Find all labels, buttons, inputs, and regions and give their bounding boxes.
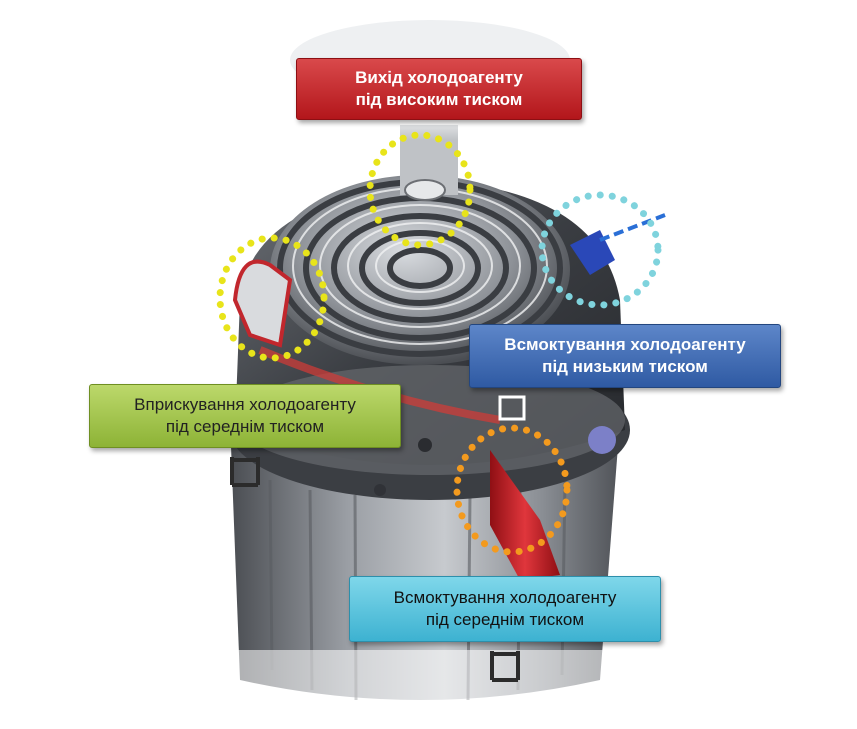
label-low-pressure-line2: під низьким тиском: [542, 357, 708, 376]
label-injection-line1: Вприскування холодоагенту: [134, 395, 356, 414]
ring-medium-suction: [453, 424, 571, 556]
label-medium-pressure-suction: Всмоктування холодоагенту під середнім т…: [349, 576, 661, 642]
bracket-left: [230, 457, 260, 487]
label-injection-line2: під середнім тиском: [165, 417, 325, 436]
label-low-pressure-line1: Всмоктування холодоагенту: [504, 335, 746, 354]
port-marker: [498, 395, 526, 421]
red-pipe-left: [232, 259, 293, 348]
label-high-pressure-line2: під високим тиском: [355, 90, 523, 109]
ring-low-pressure: [538, 191, 662, 309]
ring-injection: [216, 234, 328, 362]
suction-fitting-blue: [570, 230, 615, 275]
blue-flow-lines: [599, 213, 666, 242]
bracket-bottom: [490, 651, 520, 682]
label-high-pressure-outlet: Вихід холодоагенту під високим тиском: [296, 58, 582, 120]
bolt-1: [418, 438, 432, 452]
side-knob: [588, 426, 616, 454]
label-medium-suction-line1: Всмоктування холодоагенту: [393, 588, 617, 607]
bolt-2: [374, 484, 386, 496]
ring-high-pressure: [366, 131, 474, 249]
label-low-pressure-suction: Всмоктування холодоагенту під низьким ти…: [469, 324, 781, 388]
label-medium-suction-line2: під середнім тиском: [425, 610, 585, 629]
label-high-pressure-line1: Вихід холодоагенту: [355, 68, 523, 87]
label-medium-pressure-injection: Вприскування холодоагенту під середнім т…: [89, 384, 401, 448]
body-bottom-fade: [220, 650, 640, 729]
discharge-port: [404, 179, 446, 201]
injection-pipe: [490, 450, 560, 580]
